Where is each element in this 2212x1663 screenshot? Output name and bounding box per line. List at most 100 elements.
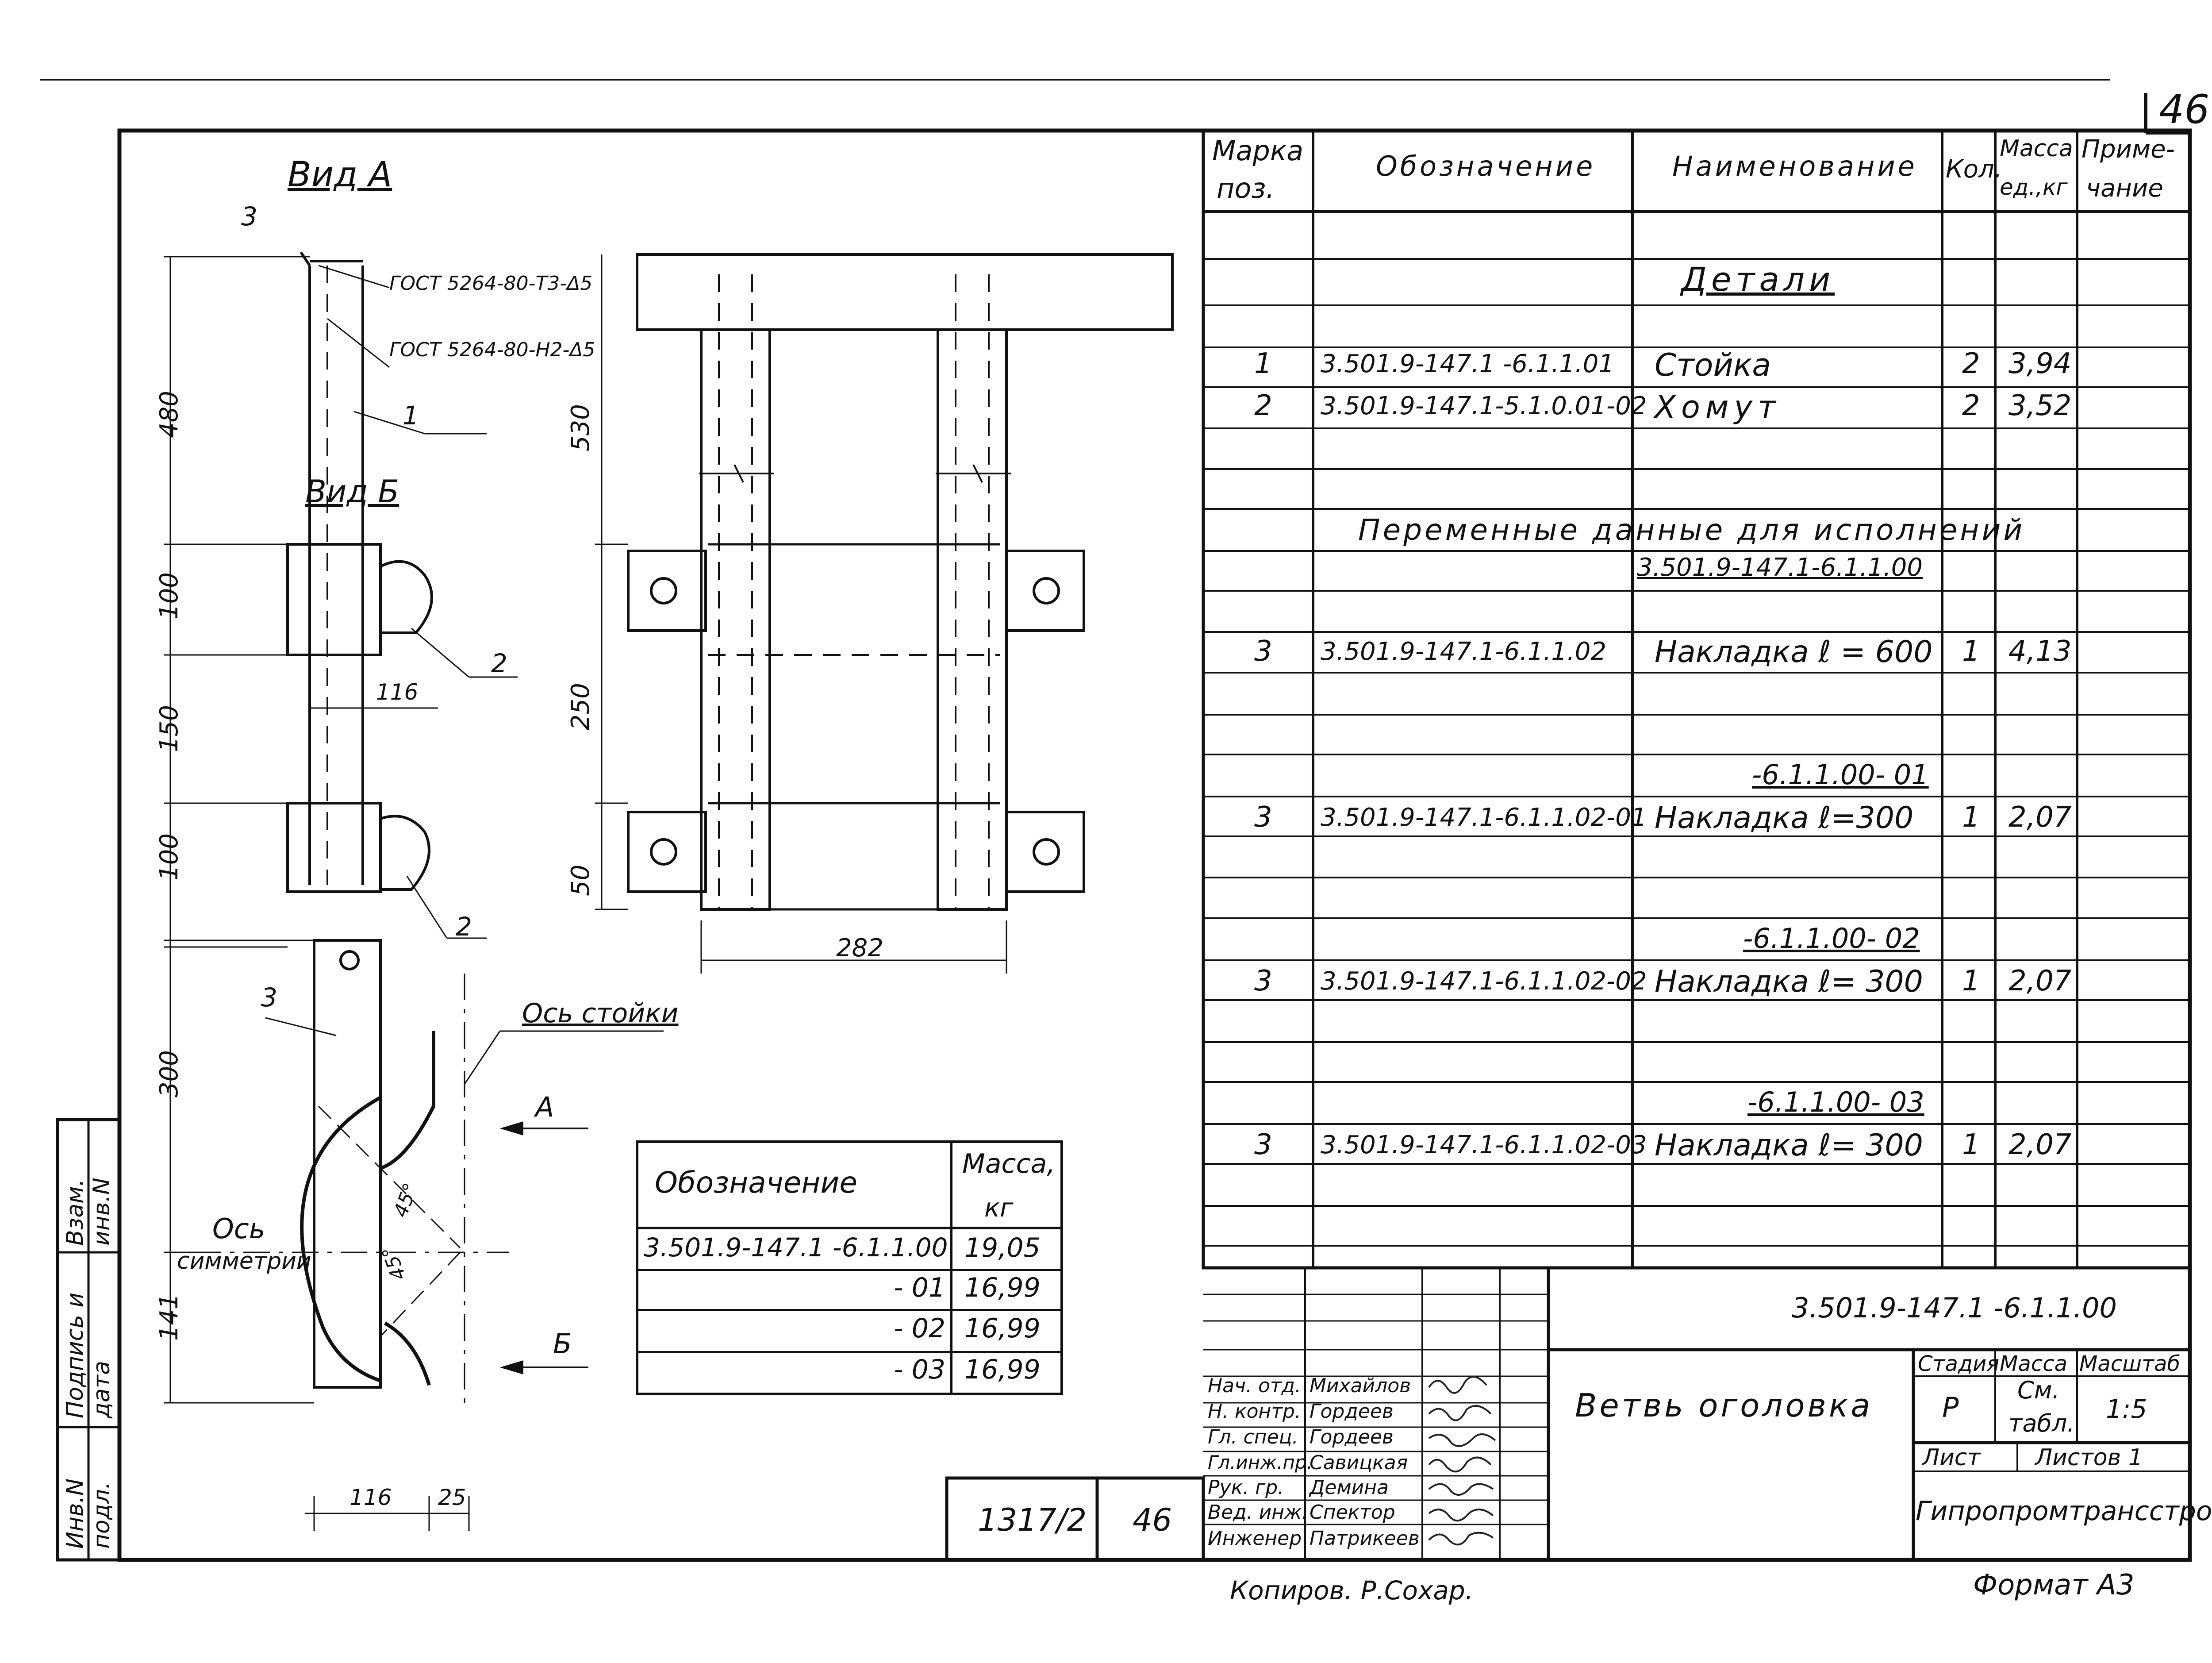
mass-table-header-mass-1: Масса, — [962, 1148, 1056, 1179]
title-person-role: Вед. инж. — [1208, 1501, 1308, 1524]
spec-row-mass: 3,52 — [2008, 389, 2072, 422]
spec-row-mass: 2,07 — [2008, 1128, 2072, 1161]
spec-sub-03: -6.1.1.00- 03 — [1747, 1086, 1924, 1118]
title-person-name: Савицкая — [1310, 1451, 1408, 1474]
axis-sym-label-2: симметрии — [177, 1248, 311, 1274]
spec-row-name: Накладка ℓ=300 — [1655, 801, 1914, 835]
pos-1: 1 — [403, 400, 419, 431]
title-person-role: Н. контр. — [1208, 1400, 1301, 1423]
spec-row-mark: 3 — [1254, 1128, 1272, 1161]
title-stage: Р — [1942, 1391, 1959, 1424]
spec-header-note-1: Приме- — [2081, 135, 2175, 164]
title-person-name: Спектор — [1310, 1501, 1395, 1524]
format-label: Формат А3 — [1973, 1569, 2135, 1601]
spec-row-mass: 2,07 — [2008, 801, 2072, 834]
spec-row-mark: 3 — [1254, 965, 1272, 997]
title-organization: Гипропромтрансстрой — [1916, 1496, 2212, 1527]
spec-row-designation: 3.501.9-147.1-6.1.1.02 — [1321, 637, 1607, 666]
gost-label-2: ГОСТ 5264-80-Н2-Δ5 — [389, 339, 595, 361]
spec-variable-title: Переменные данные для исполнений — [1358, 513, 2025, 547]
mass-table-row-designation: 3.501.9-147.1 -6.1.1.00 — [644, 1232, 948, 1263]
side-stamp-inv: Инв.N подл. — [62, 1478, 115, 1549]
spec-row-qty: 2 — [1962, 389, 1980, 422]
dim-530: 530 — [566, 404, 595, 451]
sheet-number-corner: 46 — [2159, 86, 2210, 133]
dim-100-upper: 100 — [155, 572, 184, 620]
side-stamp-sign: Подпись и дата — [62, 1292, 115, 1418]
title-block-lines — [945, 1266, 2190, 1562]
mass-table-row-designation: - 03 — [894, 1354, 946, 1385]
dim-282: 282 — [836, 934, 883, 962]
spec-header-mark-2: поз. — [1217, 172, 1275, 204]
spec-row-name: Стойка — [1655, 347, 1771, 383]
spec-row-qty: 2 — [1962, 347, 1980, 380]
dim-116-upper: 116 — [376, 679, 419, 705]
spec-header-note-2: чание — [2086, 174, 2163, 203]
spec-row-name: Накладка ℓ= 300 — [1655, 1128, 1923, 1163]
title-person-role: Гл. спец. — [1208, 1426, 1298, 1448]
spec-row-name: Хомут — [1655, 389, 1781, 425]
mass-table-row-mass: 16,99 — [964, 1272, 1041, 1303]
spec-sub-01: -6.1.1.00- 01 — [1752, 758, 1929, 791]
mass-table-header-mass-2: кг — [984, 1193, 1014, 1223]
spec-header-name: Наименование — [1672, 150, 1917, 182]
spec-header-mass-2: ед.,кг — [2000, 174, 2068, 200]
title-person-role: Нач. отд. — [1208, 1374, 1301, 1397]
title-stage-label: Стадия — [1918, 1351, 2000, 1376]
title-person-role: Инженер — [1208, 1527, 1302, 1550]
dim-100-lower: 100 — [155, 833, 184, 881]
archive-sheet: 46 — [1133, 1502, 1172, 1538]
dim-25: 25 — [438, 1485, 466, 1510]
mass-table-header-designation: Обозначение — [655, 1166, 857, 1200]
mass-table-row-mass: 16,99 — [964, 1354, 1041, 1385]
mass-table-row-mass: 16,99 — [964, 1313, 1041, 1344]
spec-row-mass: 4,13 — [2008, 635, 2072, 668]
section-arrow-a: А — [535, 1091, 554, 1123]
title-person-name: Гордеев — [1310, 1426, 1394, 1448]
spec-row-lines — [1203, 258, 2190, 1247]
spec-row-designation: 3.501.9-147.1-6.1.1.02-01 — [1321, 803, 1647, 832]
mass-table-row-designation: - 02 — [894, 1313, 946, 1344]
spec-row-mass: 2,07 — [2008, 965, 2072, 997]
title-person-name: Патрикеев — [1310, 1527, 1420, 1550]
spec-row-qty: 1 — [1962, 965, 1980, 997]
title-scale: 1:5 — [2106, 1394, 2147, 1424]
axis-sym-label-1: Ось — [212, 1213, 265, 1245]
spec-row-designation: 3.501.9-147.1 -6.1.1.01 — [1321, 350, 1614, 378]
title-person-name: Гордеев — [1310, 1400, 1394, 1423]
dim-116-lower: 116 — [349, 1485, 392, 1510]
title-person-role: Гл.инж.пр. — [1208, 1451, 1313, 1473]
pos-3-bottom: 3 — [261, 982, 277, 1012]
spec-row-qty: 1 — [1962, 1128, 1980, 1161]
spec-row-designation: 3.501.9-147.1-5.1.0.01-02 — [1321, 392, 1647, 420]
pos-2-lower: 2 — [456, 912, 472, 942]
spec-header-mark-1: Марка — [1212, 135, 1304, 167]
gost-label-1: ГОСТ 5264-80-Т3-Δ5 — [389, 272, 593, 295]
axis-post-label: Ось стойки — [522, 998, 679, 1029]
view-b-label: Вид Б — [305, 473, 399, 510]
dim-300: 300 — [155, 1050, 184, 1097]
spec-row-name: Накладка ℓ = 600 — [1655, 635, 1933, 670]
dim-50: 50 — [566, 864, 595, 896]
spec-row-qty: 1 — [1962, 801, 1980, 834]
spec-row-qty: 1 — [1962, 635, 1980, 668]
title-person-role: Рук. гр. — [1208, 1476, 1284, 1499]
title-person-name: Демина — [1310, 1476, 1389, 1499]
mass-table-lines — [636, 1140, 1063, 1395]
spec-row-designation: 3.501.9-147.1-6.1.1.02-02 — [1321, 967, 1647, 996]
spec-row-mark: 3 — [1254, 635, 1272, 668]
title-mass-2: табл. — [2008, 1409, 2075, 1437]
section-arrow-b: Б — [553, 1328, 572, 1360]
pos-3-top: 3 — [241, 201, 257, 231]
title-scale-label: Масштаб — [2079, 1351, 2181, 1376]
spec-section-details: Детали — [1681, 261, 1835, 299]
pos-2-upper: 2 — [491, 648, 507, 678]
mass-table-row-designation: - 01 — [894, 1272, 946, 1303]
view-a-label: Вид А — [288, 155, 392, 195]
spec-row-mark: 2 — [1254, 389, 1272, 422]
views-geometry — [164, 251, 1174, 1531]
spec-row-designation: 3.501.9-147.1-6.1.1.02-03 — [1321, 1131, 1647, 1159]
spec-row-mark: 1 — [1254, 347, 1272, 380]
